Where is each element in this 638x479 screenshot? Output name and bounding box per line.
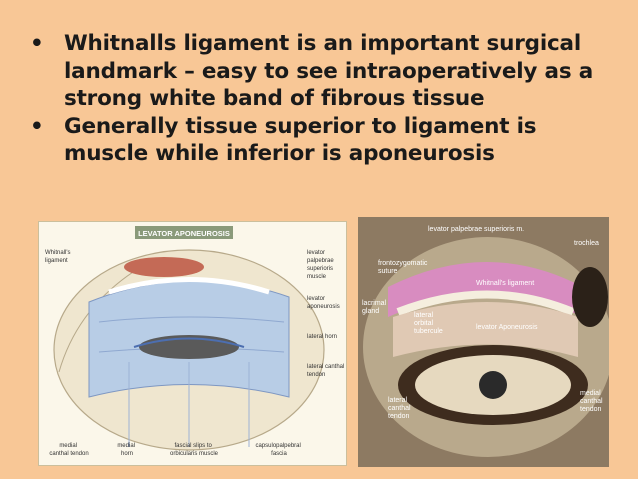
svg-text:lateral canthal tendon: lateral canthal tendon: [307, 364, 346, 378]
label-levator-muscle-photo: levator palpebrae superioris m.: [428, 226, 524, 233]
levator-muscle-region: [388, 262, 583, 317]
whitnall-band: [108, 277, 270, 295]
whitnall-ligament-band: [396, 290, 575, 316]
bullet-item: • Generally tissue superior to ligament …: [26, 113, 616, 168]
svg-text:lacrimal gland: lacrimal gland: [362, 300, 388, 315]
label-whitnall: Whitnall's: [45, 250, 71, 256]
aponeurosis-region: [393, 302, 578, 357]
svg-text:Whitnall's ligament: Whitnall's ligament: [45, 250, 72, 264]
svg-text:levator palpebrae: levator palpebrae superioris muscle: [307, 250, 335, 280]
bullet-line: Whitnalls ligament is an important surgi…: [64, 31, 582, 56]
levator-muscle-shape: [124, 257, 204, 277]
label-levator-apo-photo: levator Aponeurosis: [476, 324, 538, 331]
label-medial-tendon: medial: [59, 443, 77, 449]
svg-text:lateral canthal: lateral canthal tendon: [388, 397, 413, 420]
label-lateral-horn: lateral horn: [307, 334, 337, 340]
label-capsulopalpebral: capsulopalpebral: [255, 443, 300, 449]
bullet-line: muscle while inferior is aponeurosis: [64, 141, 495, 166]
label-whitnall-photo: Whitnall's ligament: [476, 280, 534, 287]
label-lacrimal-gland: lacrimal: [362, 300, 387, 307]
bullet-line: Generally tissue superior to ligament is: [64, 113, 537, 139]
svg-text:medial canthal tendon: medial canthal tendon: [49, 443, 88, 457]
levator-aponeurosis-diagram: LEVATOR APONEUROSIS Whitnall's ligament …: [38, 221, 347, 466]
svg-text:frontozygomatic sutu: frontozygomatic suture: [378, 260, 429, 275]
label-lateral-tendon-photo: lateral: [388, 397, 408, 404]
label-levator-apo: levator: [307, 296, 325, 302]
bullet-line: strong white band of fibrous tissue: [64, 86, 485, 111]
bullet-dot: •: [30, 113, 44, 139]
orbit-dissection-svg: levator palpebrae superioris m. trochlea…: [358, 217, 609, 467]
svg-text:medial horn: medial horn: [117, 443, 136, 457]
label-levator-muscle: levator: [307, 250, 325, 256]
label-fascial-slips: fascial slips to: [174, 443, 212, 449]
bullet-dot: •: [30, 31, 44, 56]
label-lateral-tendon: lateral canthal: [307, 364, 344, 370]
diagram-title: LEVATOR APONEUROSIS: [138, 229, 230, 238]
svg-text:capsulopalpebral fasci: capsulopalpebral fascia: [255, 443, 302, 457]
levator-diagram-svg: LEVATOR APONEUROSIS Whitnall's ligament …: [45, 226, 346, 457]
bullet-list: • Whitnalls ligament is an important sur…: [26, 30, 616, 168]
svg-text:medial canthal: medial canthal tendon: [580, 390, 605, 413]
label-frontozygomatic: frontozygomatic: [378, 260, 428, 267]
trochlea-shadow: [572, 267, 608, 327]
label-medial-tendon-photo: medial: [580, 390, 601, 397]
diagram-title-bar: [135, 226, 233, 239]
label-lateral-orbital: lateral: [414, 312, 434, 319]
bullet-item: • Whitnalls ligament is an important sur…: [26, 30, 616, 113]
label-medial-horn: medial: [117, 443, 135, 449]
iris: [479, 371, 507, 399]
svg-text:lateral orbital: lateral orbital tubercule: [414, 312, 443, 335]
label-trochlea: trochlea: [574, 240, 599, 247]
bullet-line: landmark – easy to see intraoperatively …: [64, 58, 594, 84]
orbit-dissection-image: levator palpebrae superioris m. trochlea…: [358, 217, 609, 467]
svg-text:fascial slips to orbic: fascial slips to orbicularis muscle: [170, 443, 219, 457]
svg-text:levator aponeurosis: levator aponeurosis: [307, 296, 340, 310]
